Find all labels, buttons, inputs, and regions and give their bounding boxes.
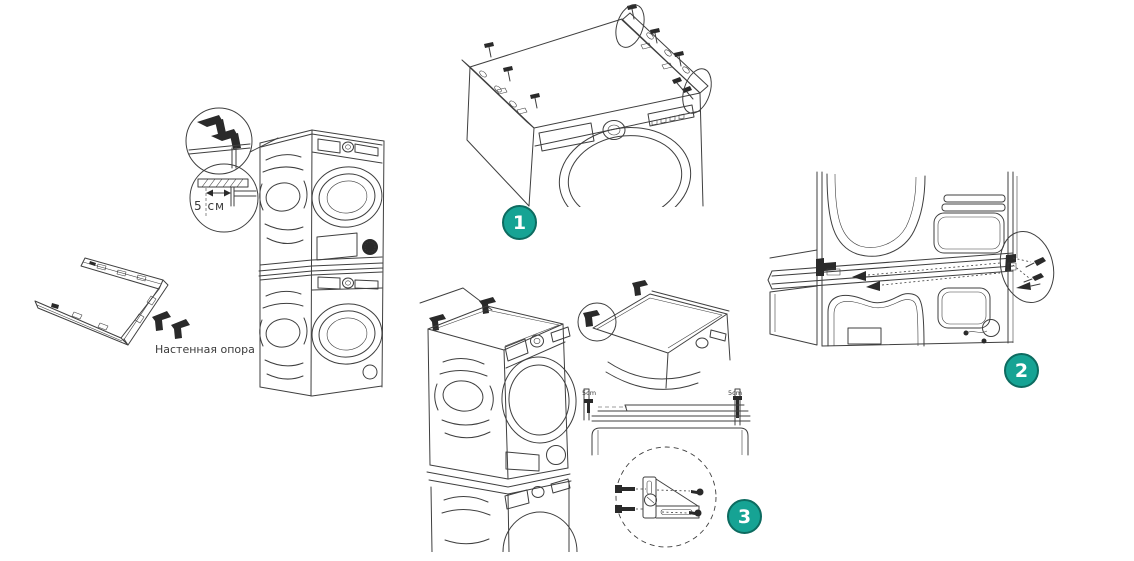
step2-crossbar-illustration: [767, 171, 1055, 347]
step-1-badge: 1: [502, 205, 537, 240]
step-3-badge: 3: [727, 499, 762, 534]
step-2-badge: 2: [1004, 353, 1039, 388]
screw-icon: [627, 4, 694, 100]
bracket-distance-label: 5 см: [194, 199, 226, 213]
wall-bracket-pair-icon: [152, 311, 190, 339]
screw-icon: [484, 42, 540, 109]
stacking-frame-icon: [34, 257, 169, 346]
stacked-pair-front-illustration: [258, 129, 385, 397]
wall-support-label: Настенная опора: [155, 343, 255, 356]
screw-icon: [1023, 257, 1046, 283]
wall-bracket-detail-callout-icon: [185, 107, 279, 233]
step1-rails-illustration: [461, 4, 712, 207]
screw-icon: [615, 485, 704, 517]
clearance-left-label: 5cm: [582, 389, 597, 397]
clearance-right-label: 5cm: [728, 389, 743, 397]
step3-wall-bracket-illustration: [419, 280, 751, 552]
